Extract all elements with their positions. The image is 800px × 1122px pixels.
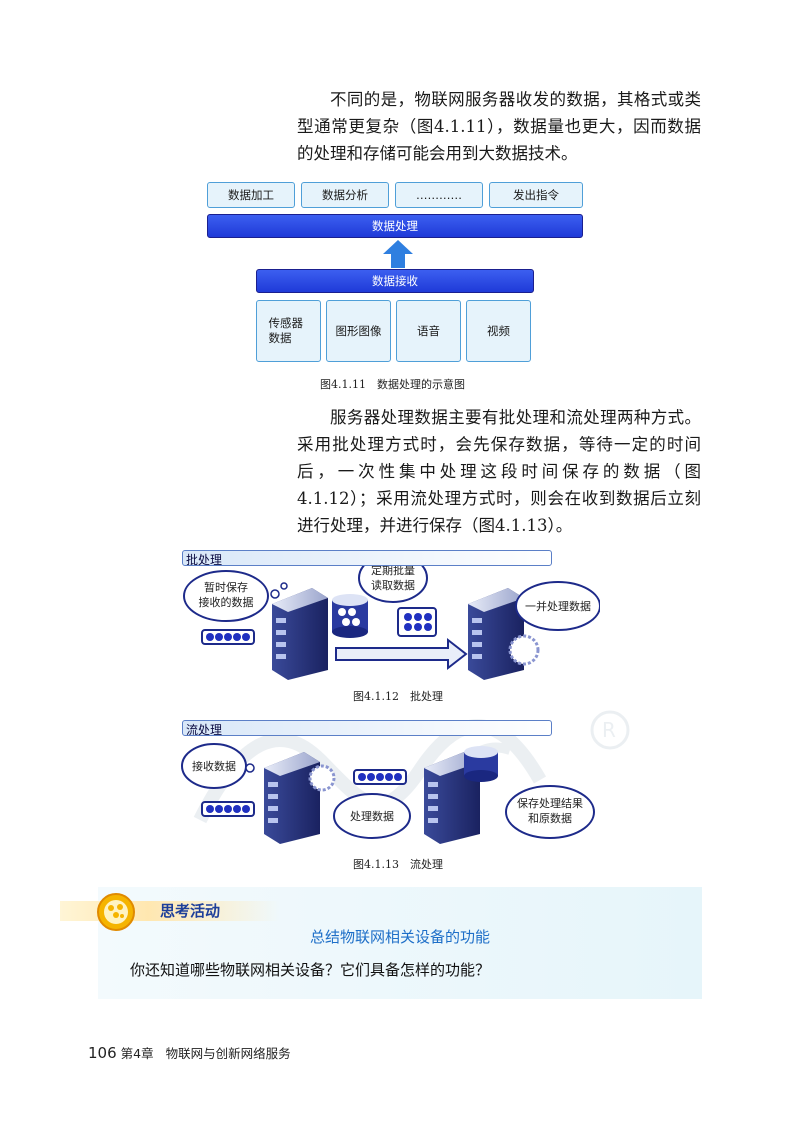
- cloud-text: 和原数据: [528, 811, 572, 825]
- cloud-text: 接收的数据: [199, 595, 254, 609]
- page-number: 106: [88, 1044, 117, 1062]
- cloud-temp-save: 暂时保存 接收的数据: [183, 570, 288, 622]
- cloud-text: 接收数据: [192, 759, 236, 773]
- database-icon: [332, 594, 368, 638]
- server-icon: [272, 588, 328, 680]
- chapter-label: 第4章: [120, 1046, 154, 1061]
- data-packet-strip: [201, 629, 255, 645]
- cloud-text: 定期批量: [371, 566, 415, 577]
- cloud-text: 暂时保存: [204, 580, 248, 594]
- activity-subtitle: 总结物联网相关设备的功能: [309, 928, 490, 946]
- cloud-process: 处理数据: [333, 793, 411, 839]
- batch-title-bar: 批处理: [182, 550, 552, 567]
- data-receive-bar: 数据接收: [256, 269, 534, 293]
- right-arrow-icon: [335, 637, 468, 671]
- activity-question: 你还知道哪些物联网相关设备？它们具备怎样的功能？: [130, 961, 491, 979]
- server-icon: [468, 588, 540, 680]
- cloud-text: 一并处理数据: [525, 599, 591, 613]
- cloud-process-together: 一并处理数据: [515, 581, 600, 631]
- cloud-save-result: 保存处理结果 和原数据: [505, 785, 595, 839]
- cloud-text: 处理数据: [350, 809, 394, 823]
- figure-caption-4-1-13: 图4.1.13 流处理: [353, 858, 443, 871]
- batch-diagram: 暂时保存 接收的数据 定期批量 读取数据: [183, 566, 600, 680]
- cloud-text: 保存处理结果: [517, 796, 583, 810]
- paragraph-text: 服务器处理数据主要有批处理和流处理两种方式。采用批处理方式时，会先保存数据，等待…: [297, 408, 701, 535]
- activity-title: 思考活动: [160, 902, 221, 920]
- box-ellipsis: …………: [395, 182, 483, 208]
- batch-title: 批处理: [186, 553, 223, 567]
- source-graphics: 图形图像: [326, 300, 391, 362]
- cloud-periodic-read: 定期批量 读取数据: [358, 566, 428, 603]
- data-packet-box: [397, 607, 437, 637]
- source-voice: 语音: [396, 300, 461, 362]
- server-icon: [264, 752, 336, 844]
- cloud-receive: 接收数据: [181, 743, 255, 789]
- svg-text:R: R: [602, 718, 616, 742]
- source-video: 视频: [466, 300, 531, 362]
- data-packet-strip: [201, 801, 255, 817]
- box-data-processing-op: 数据加工: [207, 182, 295, 208]
- paragraph-text: 不同的是，物联网服务器收发的数据，其格式或类型通常更复杂（图4.1.11），数据…: [297, 90, 701, 163]
- body-paragraph-1: 不同的是，物联网服务器收发的数据，其格式或类型通常更复杂（图4.1.11），数据…: [297, 86, 701, 167]
- chapter-title: 物联网与创新网络服务: [165, 1046, 291, 1061]
- stream-title-bar: 流处理: [182, 720, 552, 737]
- figure-caption-4-1-11: 图4.1.11 数据处理的示意图: [320, 378, 465, 391]
- database-icon: [464, 746, 498, 782]
- up-arrow-icon: [383, 240, 413, 268]
- activity-badge-icon: [97, 893, 135, 931]
- box-data-analysis: 数据分析: [301, 182, 389, 208]
- cloud-text: 读取数据: [371, 578, 415, 592]
- data-packet-strip: [353, 769, 407, 785]
- stream-diagram: 接收数据 处理数据 保存处理结果 和原数据: [181, 743, 595, 844]
- box-send-command: 发出指令: [489, 182, 583, 208]
- data-processing-bar: 数据处理: [207, 214, 583, 238]
- figure-data-processing: 数据加工 数据分析 ………… 发出指令 数据处理 数据接收 传感器数据 图形图像…: [205, 180, 585, 364]
- stream-title: 流处理: [186, 723, 223, 737]
- body-paragraph-2: 服务器处理数据主要有批处理和流处理两种方式。采用批处理方式时，会先保存数据，等待…: [297, 404, 701, 539]
- source-sensor-data: 传感器数据: [256, 300, 321, 362]
- source-label: 传感器数据: [268, 316, 304, 345]
- figure-caption-4-1-12: 图4.1.12 批处理: [353, 690, 443, 703]
